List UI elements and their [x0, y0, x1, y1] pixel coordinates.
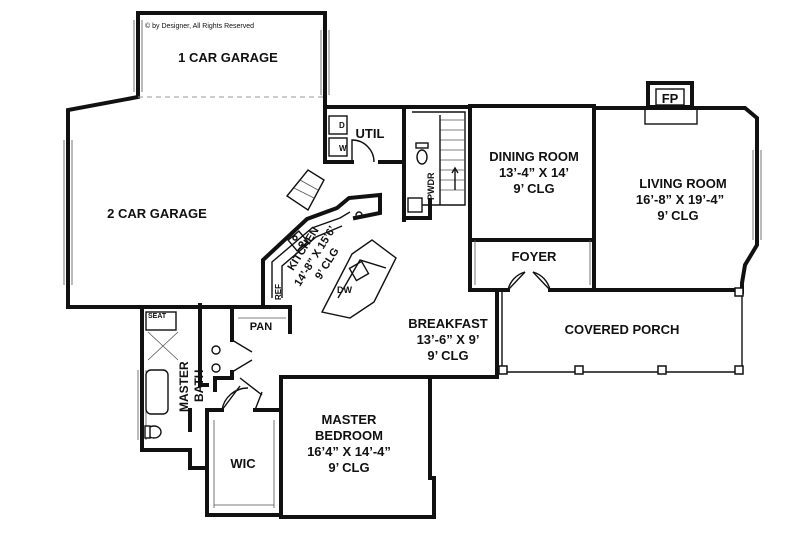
master-bedroom-ceiling: 9’ CLG — [328, 460, 369, 475]
dryer — [328, 115, 348, 135]
master-bedroom-size: 16’4” X 14’-4” — [307, 444, 391, 459]
dw-label: DW — [337, 285, 352, 295]
porch-post — [657, 365, 667, 375]
room-label-one-car-garage: 1 CAR GARAGE — [178, 50, 278, 65]
seat-label: SEAT — [148, 313, 167, 320]
room-label-covered-porch: COVERED PORCH — [565, 322, 680, 337]
interior-walls — [138, 96, 744, 517]
living-ceiling: 9’ CLG — [657, 208, 698, 223]
breakfast-ceiling: 9’ CLG — [427, 348, 468, 363]
fixtures — [144, 115, 429, 439]
room-label-breakfast: BREAKFAST — [408, 316, 488, 331]
room-label-util: UTIL — [356, 126, 385, 141]
room-label-foyer: FOYER — [512, 249, 557, 264]
closet-shelves — [213, 317, 286, 508]
porch-post — [734, 365, 744, 375]
fireplace — [644, 81, 698, 125]
dryer-label: D — [339, 121, 345, 130]
porch-post — [498, 365, 508, 375]
room-label-dining: DINING ROOM — [489, 149, 579, 164]
doors — [221, 139, 551, 411]
copyright-notice: © by Designer, All Rights Reserved — [145, 22, 254, 30]
bathtub — [145, 369, 169, 415]
shower-seat — [145, 311, 177, 331]
breakfast-size: 13’-6” X 9’ — [417, 332, 480, 347]
room-label-master-bedroom-line2: BEDROOM — [315, 428, 383, 443]
living-size: 16’-8” X 19’-4” — [636, 192, 724, 207]
porch-post — [734, 287, 744, 297]
room-label-wic: WIC — [230, 456, 256, 471]
dining-ceiling: 9’ CLG — [513, 181, 554, 196]
kitchen-fixtures — [271, 169, 397, 319]
room-label-pwdr: PWDR — [426, 172, 436, 200]
covered-porch-outline — [498, 287, 744, 375]
room-label-master-bath-line2: BATH — [192, 370, 206, 402]
room-label-master-bath-line1: MASTER — [177, 361, 191, 412]
fireplace-label: FP — [662, 91, 679, 106]
exterior-walls — [66, 11, 759, 519]
room-label-living: LIVING ROOM — [639, 176, 726, 191]
washer — [328, 137, 348, 157]
washer-label: W — [339, 144, 347, 153]
porch-post — [574, 365, 584, 375]
stairs — [439, 115, 465, 205]
ref-label: REF — [274, 284, 283, 300]
toilet — [416, 149, 428, 165]
dining-size: 13’-4” X 14’ — [499, 165, 569, 180]
room-label-master-bedroom-line1: MASTER — [322, 412, 378, 427]
room-label-pan: PAN — [250, 321, 272, 333]
room-label-two-car-garage: 2 CAR GARAGE — [107, 206, 207, 221]
